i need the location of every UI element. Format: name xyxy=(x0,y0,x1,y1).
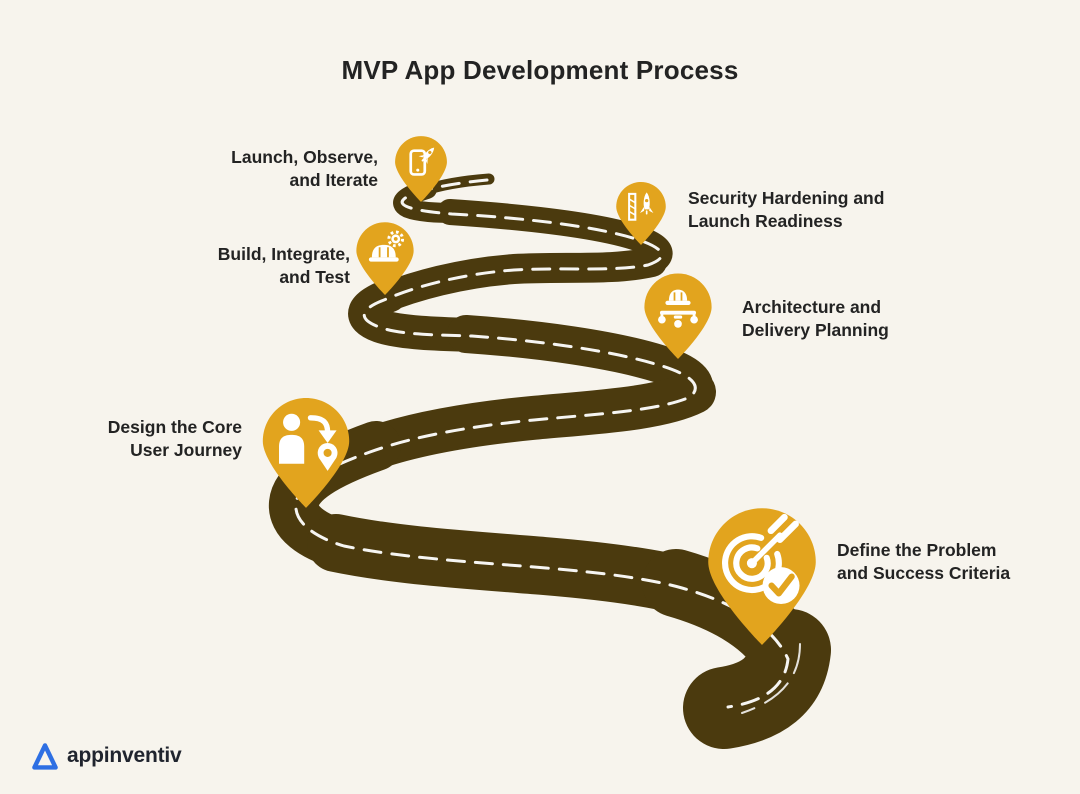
label-define: Define the Problem and Success Criteria xyxy=(837,540,1011,584)
label-security: Security Hardening and Launch Readiness xyxy=(688,188,885,232)
milestone-pin-security xyxy=(616,182,666,245)
brand-logo: appinventiv xyxy=(30,741,182,771)
hierarchy-hardhat-icon xyxy=(658,289,698,328)
label-architecture: Architecture and Delivery Planning xyxy=(742,297,889,341)
milestone-pin-build xyxy=(356,222,414,295)
label-design: Design the Core User Journey xyxy=(107,417,242,461)
logo-triangle-icon xyxy=(32,743,58,770)
label-launch: Launch, Observe, and Iterate xyxy=(231,147,378,191)
phone-rocket-icon xyxy=(409,147,435,176)
milestone-pin-design xyxy=(262,398,350,508)
logo-wordmark: appinventiv xyxy=(67,744,182,767)
page-title: MVP App Development Process xyxy=(341,55,739,85)
hardhat-gear-icon xyxy=(368,230,405,262)
milestone-pin-define xyxy=(708,508,816,645)
road-edge-line xyxy=(741,643,801,714)
target-dart-check-icon xyxy=(722,513,800,605)
launch-tower-rocket-icon xyxy=(628,192,654,221)
milestone-pin-architecture xyxy=(644,273,712,359)
milestone-pin-launch xyxy=(395,136,447,202)
label-build: Build, Integrate, and Test xyxy=(217,244,350,288)
road-center-line xyxy=(294,178,790,709)
person-journey-icon xyxy=(279,413,338,471)
